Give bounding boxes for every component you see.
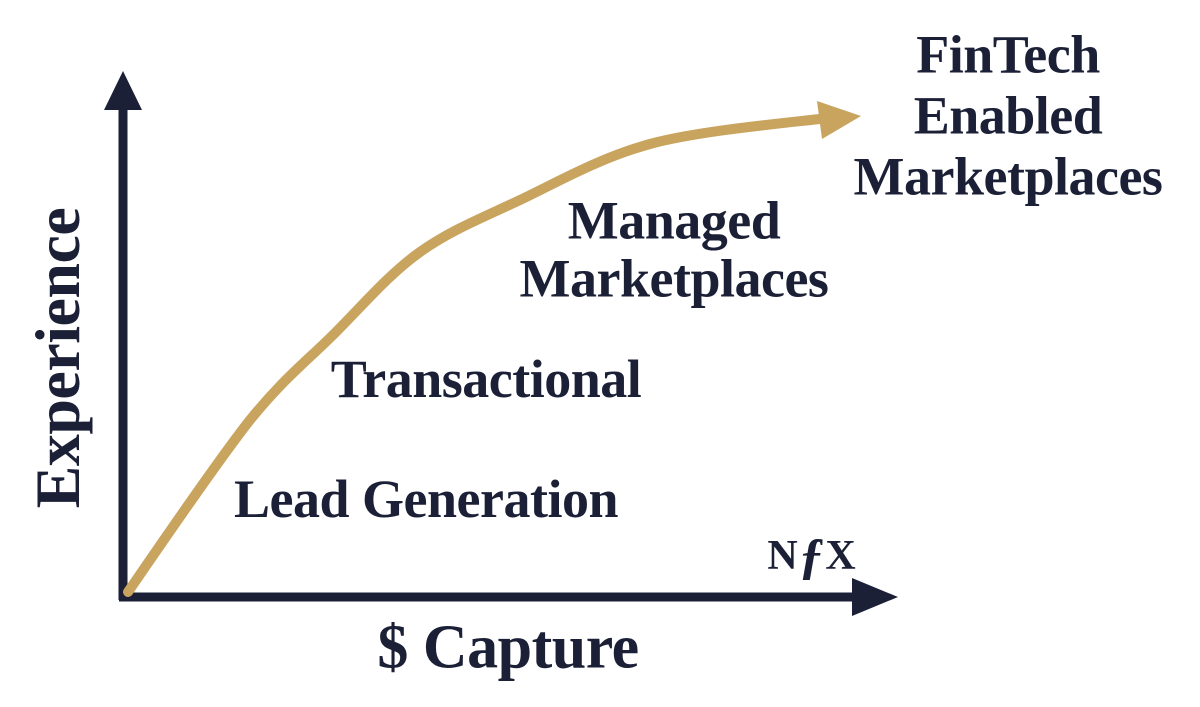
y-axis-arrowhead-icon — [104, 71, 142, 110]
evolution-curve — [123, 113, 833, 597]
label-line: Managed — [567, 190, 781, 251]
nfx-logo-f: ƒ — [798, 528, 826, 586]
label-line: Marketplaces — [853, 146, 1163, 207]
label-line: FinTech — [916, 24, 1100, 85]
stage-label-fintech-enabled-marketplaces: FinTech Enabled Marketplaces — [854, 24, 1163, 207]
nfx-logo-x: X — [825, 533, 857, 579]
label-line: Enabled — [913, 85, 1103, 146]
x-axis-arrowhead-icon — [852, 578, 898, 616]
x-axis-label: $ Capture — [377, 613, 639, 682]
nfx-logo-n: N — [767, 533, 799, 579]
nfx-logo: NƒX — [767, 531, 857, 582]
curve-arrowhead-icon — [817, 101, 861, 139]
y-axis-label: Experience — [22, 207, 93, 509]
label-line: Marketplaces — [519, 249, 829, 309]
stage-label-transactional: Transactional — [330, 349, 642, 409]
stage-label-lead-generation: Lead Generation — [234, 469, 618, 529]
stage-label-managed-marketplaces: Managed Marketplaces — [519, 190, 829, 309]
